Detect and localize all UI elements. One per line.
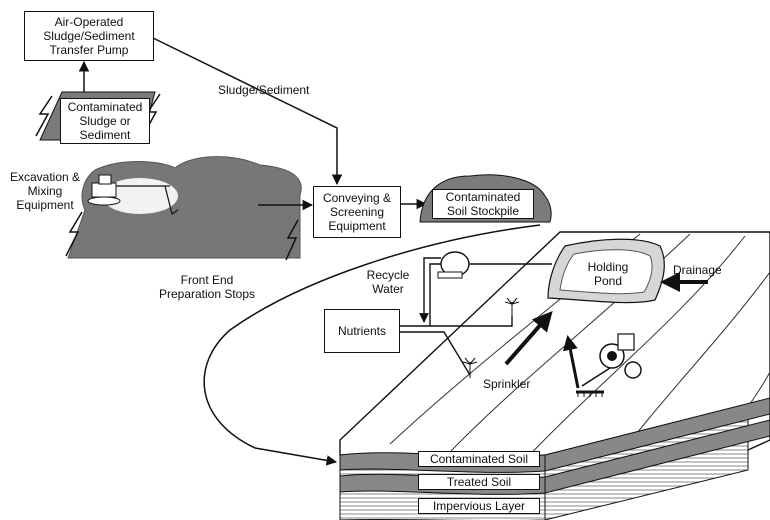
excavation-break-left — [65, 211, 83, 257]
excavator-icon — [87, 174, 179, 215]
soil-stockpile-label: Contaminated Soil Stockpile — [432, 189, 534, 219]
nutrients-to-sprinkler-pipe-2 — [398, 331, 471, 376]
recycle-water-pipe — [419, 257, 441, 323]
nutrients-to-sprinkler-pipe — [398, 316, 513, 327]
holding-pond-water — [559, 249, 653, 295]
field-flow-arrow-1 — [504, 310, 553, 366]
sludge-sediment-line — [152, 37, 343, 186]
sludge-sediment-label: Sludge/Sediment — [218, 83, 310, 97]
stockpile-to-field-curve — [203, 224, 541, 466]
front-end-label: Front End Preparation Stops — [158, 273, 256, 301]
excavation-area — [67, 156, 302, 259]
treated-soil-label: Treated Soil — [418, 474, 540, 490]
drainage-label: Drainage — [673, 263, 722, 277]
sprinkler-label: Sprinkler — [483, 377, 531, 391]
field-flow-arrow-2 — [562, 335, 580, 389]
contaminated-sludge-label: Contaminated Sludge or Sediment — [60, 98, 150, 144]
sludge-pad-break-right — [143, 93, 161, 135]
sludge-pad-break-left — [35, 95, 53, 137]
transfer-pump-box: Air-Operated Sludge/Sediment Transfer Pu… — [24, 11, 154, 61]
tractor-icon — [576, 333, 642, 397]
excavation-break-right — [285, 219, 299, 261]
recycle-water-label: Recycle Water — [366, 268, 410, 296]
holding-pond-label: Holding Pond — [587, 260, 629, 288]
impervious-layer-label: Impervious Layer — [418, 498, 540, 514]
pump-label-1: Air-Operated — [54, 15, 124, 29]
sprinkler-icon-2 — [462, 357, 478, 378]
contaminated-soil-label: Contaminated Soil — [418, 451, 540, 467]
excavation-label: Excavation & Mixing Equipment — [9, 170, 81, 212]
pump-label-3: Transfer Pump — [49, 43, 129, 57]
recycle-water-pipe-2 — [429, 263, 441, 326]
sprinkler-icon-1 — [504, 297, 520, 318]
recycle-pump-icon — [437, 251, 470, 279]
conveying-screening-box: Conveying & Screening Equipment — [313, 186, 401, 238]
excavation-pit — [102, 178, 178, 214]
nutrients-box: Nutrients — [324, 309, 400, 353]
pump-label-2: Sludge/Sediment — [43, 29, 135, 43]
